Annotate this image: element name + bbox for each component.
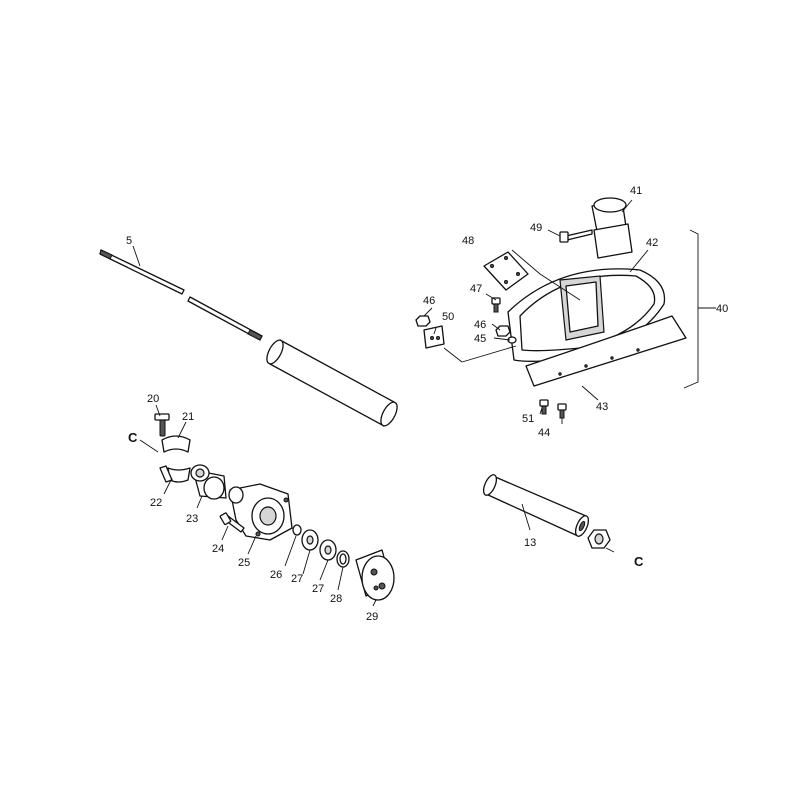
label-28: 28 (330, 593, 342, 605)
ring-part-28 (336, 550, 350, 568)
tube-nut (587, 529, 611, 549)
part-labels: 5 20 21 C 22 23 24 25 26 27 27 28 29 13 … (126, 185, 728, 623)
label-51: 51 (522, 413, 534, 425)
label-50: 50 (442, 311, 454, 323)
label-46a: 46 (423, 295, 435, 307)
gear-case-part-25 (228, 483, 293, 541)
label-44: 44 (538, 427, 550, 439)
leader-lines (132, 199, 716, 607)
label-13: 13 (524, 537, 536, 549)
label-20: 20 (147, 393, 159, 405)
bearing-part-27b (319, 539, 337, 561)
label-c-left: C (128, 430, 138, 445)
label-21: 21 (182, 411, 194, 423)
label-43: 43 (596, 401, 608, 413)
label-26: 26 (270, 569, 282, 581)
label-c-right: C (634, 554, 644, 569)
clamp-assembly (154, 413, 191, 483)
label-47: 47 (470, 283, 482, 295)
label-22: 22 (150, 497, 162, 509)
bolt-part-49 (559, 229, 593, 243)
bolt-part-51 (539, 399, 549, 415)
label-46b: 46 (474, 319, 486, 331)
label-41: 41 (630, 185, 642, 197)
label-25: 25 (238, 557, 250, 569)
gear-sleeve-part-23 (190, 464, 227, 500)
label-42: 42 (646, 237, 658, 249)
guard-assembly-part-40 (507, 197, 687, 387)
bearing-part-27a (301, 529, 319, 551)
holder-part-29 (355, 549, 395, 601)
nut-part-46b (495, 325, 511, 337)
bolt-part-44 (557, 403, 567, 419)
plate-part-48 (483, 251, 529, 291)
washer-part-26 (292, 524, 302, 536)
outer-tube (266, 339, 398, 427)
label-49: 49 (530, 222, 542, 234)
bracket-part-50 (423, 325, 445, 349)
label-27a: 27 (291, 573, 303, 585)
label-5: 5 (126, 235, 132, 247)
label-29: 29 (366, 611, 378, 623)
nut-part-46a (415, 315, 431, 327)
bolt-part-24 (219, 512, 245, 533)
label-23: 23 (186, 513, 198, 525)
label-45: 45 (474, 333, 486, 345)
label-24: 24 (212, 543, 224, 555)
label-40: 40 (716, 303, 728, 315)
drive-shaft-part-5 (99, 249, 263, 341)
tube-part-13 (482, 474, 590, 537)
label-27b: 27 (312, 583, 324, 595)
bolt-part-47 (491, 297, 501, 313)
label-48: 48 (462, 235, 474, 247)
